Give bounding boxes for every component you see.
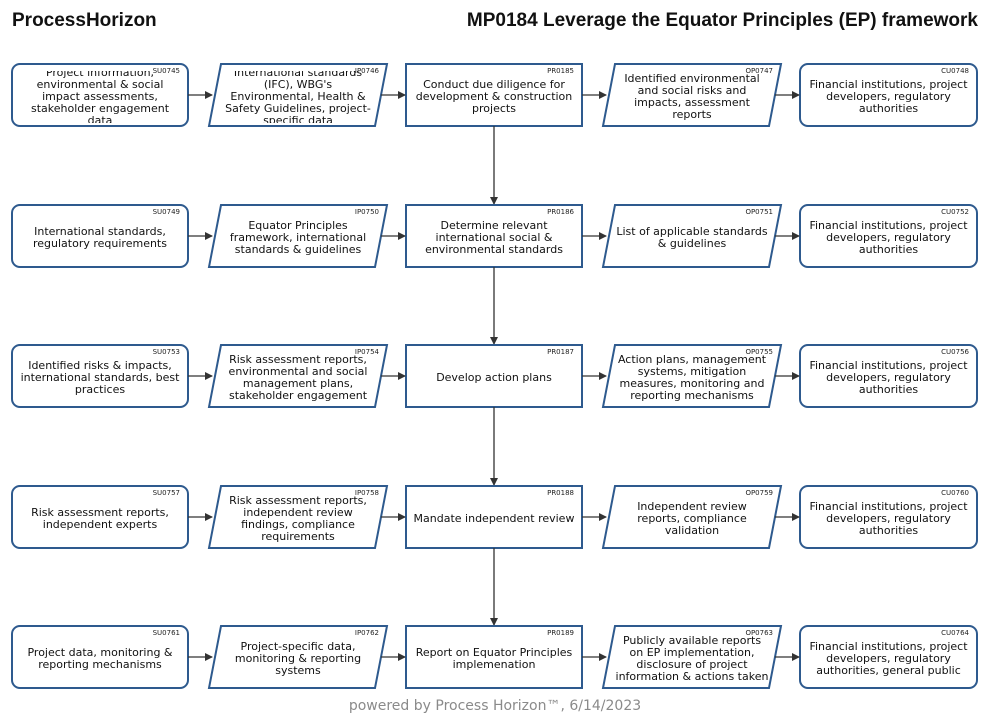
output-text: List of applicable standards & guideline… — [616, 225, 768, 250]
customer-text: Financial institutions, project develope… — [809, 78, 968, 115]
input-box — [207, 204, 389, 268]
input-text: Risk assessment reports, independent rev… — [229, 494, 367, 543]
input-code: IP0758 — [354, 489, 379, 497]
process-box — [405, 344, 583, 408]
input-box — [207, 63, 389, 127]
customer-code: CU0764 — [941, 629, 969, 637]
input-text: Equator Principles framework, internatio… — [229, 219, 367, 256]
input-code: IP0746 — [354, 67, 379, 75]
output-text: Action plans, management systems, mitiga… — [617, 353, 767, 402]
output-box — [601, 485, 783, 549]
input-code: IP0750 — [354, 208, 379, 216]
process-code: PR0185 — [547, 67, 574, 75]
input-box — [207, 344, 389, 408]
customer-box — [799, 63, 978, 127]
output-code: OP0763 — [745, 629, 773, 637]
customer-code: CU0756 — [941, 348, 969, 356]
customer-code: CU0760 — [941, 489, 969, 497]
customer-text: Financial institutions, project develope… — [809, 500, 968, 537]
process-text: Conduct due diligence for development & … — [415, 78, 573, 115]
process-box — [405, 625, 583, 689]
customer-code: CU0748 — [941, 67, 969, 75]
input-text: Risk assessment reports, environmental a… — [228, 353, 368, 402]
input-code: IP0754 — [354, 348, 379, 356]
output-code: OP0759 — [745, 489, 773, 497]
output-text: Independent review reports, compliance v… — [637, 500, 747, 537]
brand-name: ProcessHorizon — [12, 10, 157, 31]
page-title: MP0184 Leverage the Equator Principles (… — [466, 10, 978, 31]
output-code: OP0747 — [745, 67, 773, 75]
process-text: Report on Equator Principles implemenati… — [415, 646, 573, 671]
input-box — [207, 485, 389, 549]
process-code: PR0189 — [547, 629, 574, 637]
input-code: IP0762 — [354, 629, 379, 637]
footer-credit: powered by Process Horizon™, 6/14/2023 — [348, 698, 642, 714]
process-text: Determine relevant international social … — [425, 219, 563, 256]
output-box — [601, 344, 783, 408]
input-box — [207, 625, 389, 689]
customer-text: Financial institutions, project develope… — [809, 219, 968, 256]
customer-text: Financial institutions, project develope… — [809, 640, 968, 677]
supplier-code: SU0745 — [152, 67, 180, 75]
supplier-code: SU0757 — [152, 489, 180, 497]
customer-box — [799, 485, 978, 549]
shapes-layer — [11, 63, 978, 689]
supplier-text: Project information, environmental & soc… — [30, 71, 170, 123]
supplier-code: SU0753 — [152, 348, 180, 356]
customer-box — [799, 625, 978, 689]
customer-box — [799, 344, 978, 408]
supplier-text: Risk assessment reports, independent exp… — [31, 506, 169, 531]
output-code: OP0751 — [745, 208, 773, 216]
process-code: PR0186 — [547, 208, 574, 216]
supplier-code: SU0749 — [152, 208, 180, 216]
customer-box — [799, 204, 978, 268]
customer-text: Financial institutions, project develope… — [809, 359, 968, 396]
output-box — [601, 63, 783, 127]
output-text: Identified environmental and social risk… — [624, 72, 760, 121]
output-text: Publicly available reports on EP impleme… — [615, 634, 769, 683]
output-box — [601, 625, 783, 689]
supplier-code: SU0761 — [152, 629, 180, 637]
output-code: OP0755 — [745, 348, 773, 356]
supplier-text: Project data, monitoring & reporting mec… — [27, 646, 173, 671]
supplier-text: International standards, regulatory requ… — [33, 225, 167, 250]
input-text: Project-specific data, monitoring & repo… — [234, 640, 362, 677]
process-code: PR0188 — [547, 489, 574, 497]
input-text: International standards (IFC), WBG's Env… — [225, 71, 371, 123]
output-box — [601, 204, 783, 268]
process-box — [405, 204, 583, 268]
supplier-text: Identified risks & impacts, internationa… — [20, 359, 180, 396]
process-text: Mandate independent review — [413, 512, 575, 525]
process-text: Develop action plans — [436, 371, 552, 384]
customer-code: CU0752 — [941, 208, 969, 216]
process-code: PR0187 — [547, 348, 574, 356]
